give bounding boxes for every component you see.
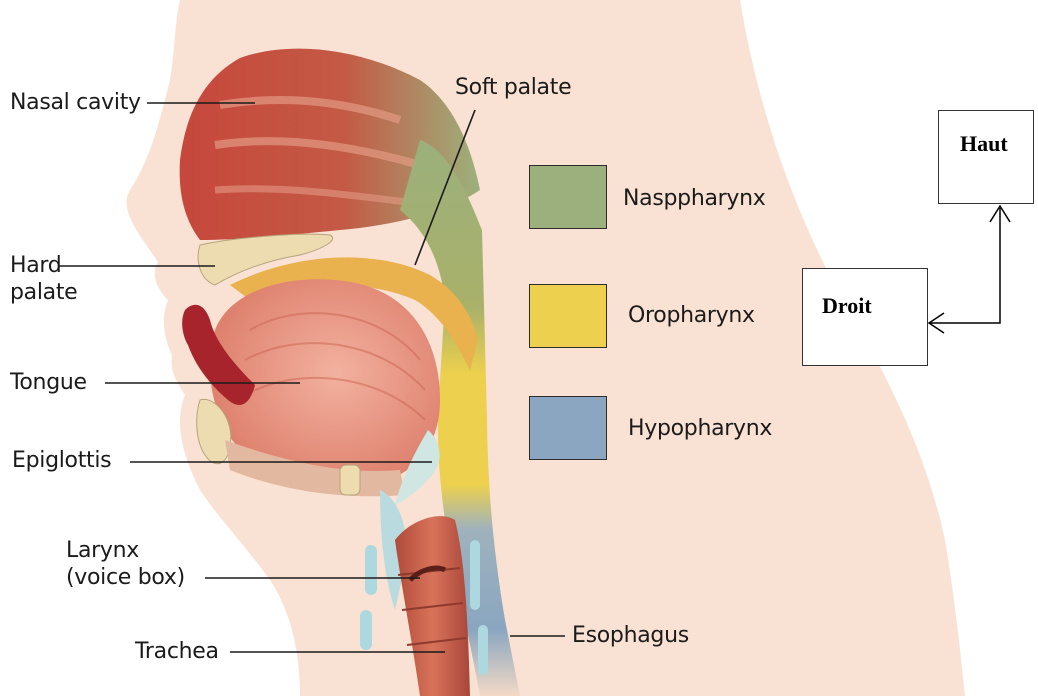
- legend-swatch-oropharynx: [529, 284, 607, 348]
- legend-label-hypopharynx: Hypopharynx: [628, 416, 772, 442]
- label-soft-palate: Soft palate: [455, 75, 571, 101]
- legend-swatch-hypopharynx: [529, 396, 607, 460]
- label-hard-palate: Hard palate: [10, 252, 77, 306]
- direction-connector: [930, 208, 1000, 323]
- direction-box-right: Droit: [802, 268, 928, 366]
- cartilage-ring: [365, 545, 377, 595]
- legend-label-oropharynx: Oropharynx: [628, 303, 755, 329]
- label-trachea: Trachea: [135, 639, 219, 665]
- direction-up-label: Haut: [960, 131, 1008, 157]
- label-larynx: Larynx (voice box): [66, 537, 185, 591]
- label-tongue: Tongue: [10, 370, 87, 396]
- cartilage-ring: [470, 540, 480, 610]
- direction-box-up: Haut: [938, 110, 1034, 204]
- legend-label-nasopharynx: Nasppharynx: [623, 186, 765, 212]
- direction-right-label: Droit: [822, 293, 872, 319]
- label-epiglottis: Epiglottis: [12, 448, 111, 474]
- label-esophagus: Esophagus: [572, 623, 689, 649]
- hyoid-bone: [340, 465, 360, 495]
- cartilage-ring: [360, 610, 372, 650]
- legend-swatch-nasopharynx: [529, 165, 607, 229]
- label-nasal-cavity: Nasal cavity: [10, 90, 141, 116]
- cartilage-ring: [478, 625, 488, 675]
